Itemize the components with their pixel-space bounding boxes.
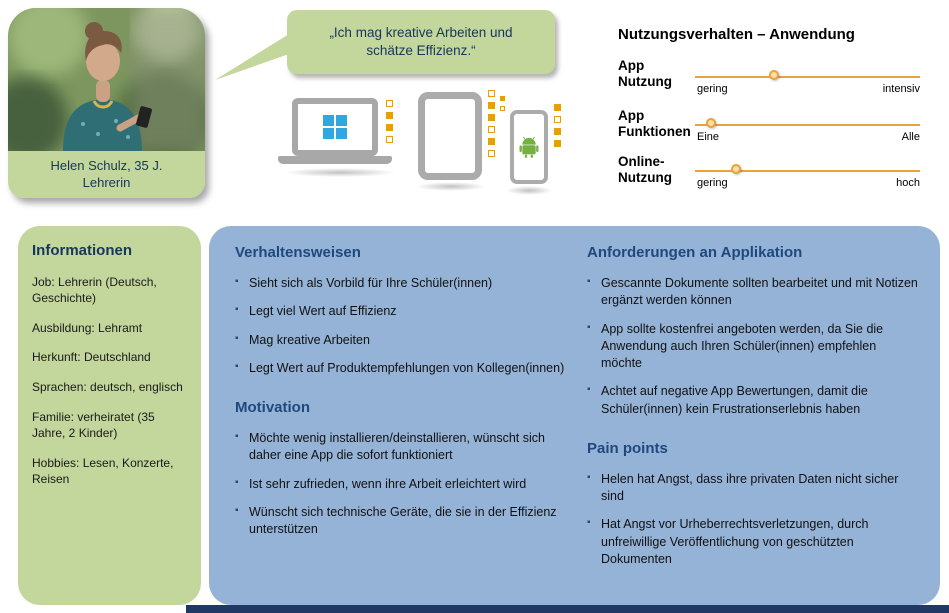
verhaltensweisen-list: Sieht sich als Vorbild für Ihre Schüler(…: [235, 275, 565, 377]
phone-shadow: [506, 186, 552, 195]
anforderungen-list: Gescannte Dokumente sollten bearbeitet u…: [587, 275, 919, 418]
app-square-icon: [386, 112, 393, 119]
anforderungen-title: Anforderungen an Applikation: [587, 244, 803, 261]
app-square-icon: [488, 90, 495, 97]
laptop-base: [278, 156, 392, 164]
app-square-icon: [554, 128, 561, 135]
android-icon: [519, 136, 539, 158]
app-square-icon: [554, 116, 561, 123]
app-square-icon: [386, 124, 393, 131]
app-square-icon: [488, 126, 495, 133]
app-square-icon: [554, 140, 561, 147]
motivation-title: Motivation: [235, 399, 310, 416]
app-square-icon: [488, 102, 495, 109]
slider-online-nutzung: gering hoch: [695, 164, 920, 189]
app-square-icon: [488, 150, 495, 157]
app-square-icon: [500, 96, 505, 101]
info-item-herkunft: Herkunft: Deutschland: [32, 350, 151, 365]
slider-min-label: gering: [697, 177, 728, 189]
app-square-icon: [554, 104, 561, 111]
slider-track: [695, 170, 920, 172]
slider-min-label: Eine: [697, 131, 720, 143]
slider-max-label: hoch: [896, 177, 920, 189]
list-item: Legt viel Wert auf Effizienz: [235, 303, 565, 320]
tablet-shadow: [416, 182, 486, 191]
usage-title: Nutzungsverhalten – Anwendung: [618, 26, 855, 43]
app-square-icon: [500, 106, 505, 111]
slider-handle-app-nutzung[interactable]: [769, 70, 779, 80]
informationen-title: Informationen: [32, 242, 132, 259]
list-item: App sollte kostenfrei angeboten werden, …: [587, 321, 919, 373]
slider-app-nutzung: gering intensiv: [695, 70, 920, 95]
slider-handle-app-funktionen[interactable]: [706, 118, 716, 128]
info-item-ausbildung: Ausbildung: Lehramt: [32, 320, 143, 335]
slider-label-app-nutzung: App Nutzung: [618, 58, 672, 90]
list-item: Ist sehr zufrieden, wenn ihre Arbeit erl…: [235, 476, 565, 493]
laptop-shadow: [284, 168, 396, 177]
usage-section: Nutzungsverhalten – Anwendung App Nutzun…: [618, 22, 940, 207]
footer-accent-bar: [186, 605, 949, 613]
slider-min-label: gering: [697, 83, 728, 95]
info-item-sprachen: Sprachen: deutsch, englisch: [32, 380, 183, 395]
slider-track: [695, 76, 920, 78]
app-square-icon: [386, 136, 393, 143]
persona-name-label: Helen Schulz, 35 J. Lehrerin: [8, 151, 205, 198]
tablet-icon: [418, 92, 482, 180]
quote-text: „Ich mag kreative Arbeiten und schätze E…: [329, 24, 513, 58]
quote-bubble: „Ich mag kreative Arbeiten und schätze E…: [215, 10, 555, 80]
list-item: Wünscht sich technische Geräte, die sie …: [235, 504, 565, 539]
persona-photo-card: Helen Schulz, 35 J. Lehrerin: [8, 8, 205, 198]
list-item: Hat Angst vor Urheberrechtsverletzungen,…: [587, 516, 919, 568]
info-item-familie: Familie: verheiratet (35 Jahre, 2 Kinder…: [32, 410, 155, 440]
list-item: Mag kreative Arbeiten: [235, 332, 565, 349]
behaviour-column: Verhaltensweisen Sieht sich als Vorbild …: [235, 244, 565, 549]
slider-handle-online-nutzung[interactable]: [730, 164, 741, 174]
slider-max-label: Alle: [901, 131, 920, 143]
list-item: Legt Wert auf Produktempfehlungen von Ko…: [235, 360, 565, 377]
app-square-icon: [386, 100, 393, 107]
slider-label-app-funktionen: App Funktionen: [618, 108, 691, 140]
app-square-icon: [488, 114, 495, 121]
info-item-job: Job: Lehrerin (Deutsch, Geschichte): [32, 275, 157, 305]
quote-bubble-tail: [215, 34, 289, 80]
info-item-hobbies: Hobbies: Lesen, Konzerte, Reisen: [32, 455, 174, 486]
slider-track: [695, 124, 920, 126]
informationen-panel: Informationen Job: Lehrerin (Deutsch, Ge…: [18, 226, 201, 605]
persona-role: Lehrerin: [82, 174, 131, 190]
details-panel: Verhaltensweisen Sieht sich als Vorbild …: [209, 226, 940, 605]
app-square-icon: [488, 138, 495, 145]
slider-max-label: intensiv: [882, 83, 920, 95]
requirements-column: Anforderungen an Applikation Gescannte D…: [587, 244, 919, 579]
list-item: Möchte wenig installieren/deinstallieren…: [235, 430, 565, 465]
persona-name: Helen Schulz, 35 J.: [50, 157, 163, 173]
list-item: Achtet auf negative App Bewertungen, dam…: [587, 383, 919, 418]
persona-photo: [8, 8, 205, 151]
smartphone-icon: [510, 110, 548, 184]
laptop-icon: [292, 98, 378, 156]
motivation-list: Möchte wenig installieren/deinstallieren…: [235, 430, 565, 538]
list-item: Sieht sich als Vorbild für Ihre Schüler(…: [235, 275, 565, 292]
verhaltensweisen-title: Verhaltensweisen: [235, 244, 361, 261]
person-photo-illustration: [8, 8, 205, 151]
pain-points-title: Pain points: [587, 439, 668, 457]
devices-illustration: [278, 90, 578, 205]
slider-app-funktionen: Eine Alle: [695, 118, 920, 143]
list-item: Helen hat Angst, dass ihre privaten Date…: [587, 471, 919, 506]
slider-label-online-nutzung: Online-Nutzung: [618, 154, 672, 186]
pain-points-list: Helen hat Angst, dass ihre privaten Date…: [587, 471, 919, 568]
windows-logo-icon: [323, 115, 347, 139]
list-item: Gescannte Dokumente sollten bearbeitet u…: [587, 275, 919, 310]
